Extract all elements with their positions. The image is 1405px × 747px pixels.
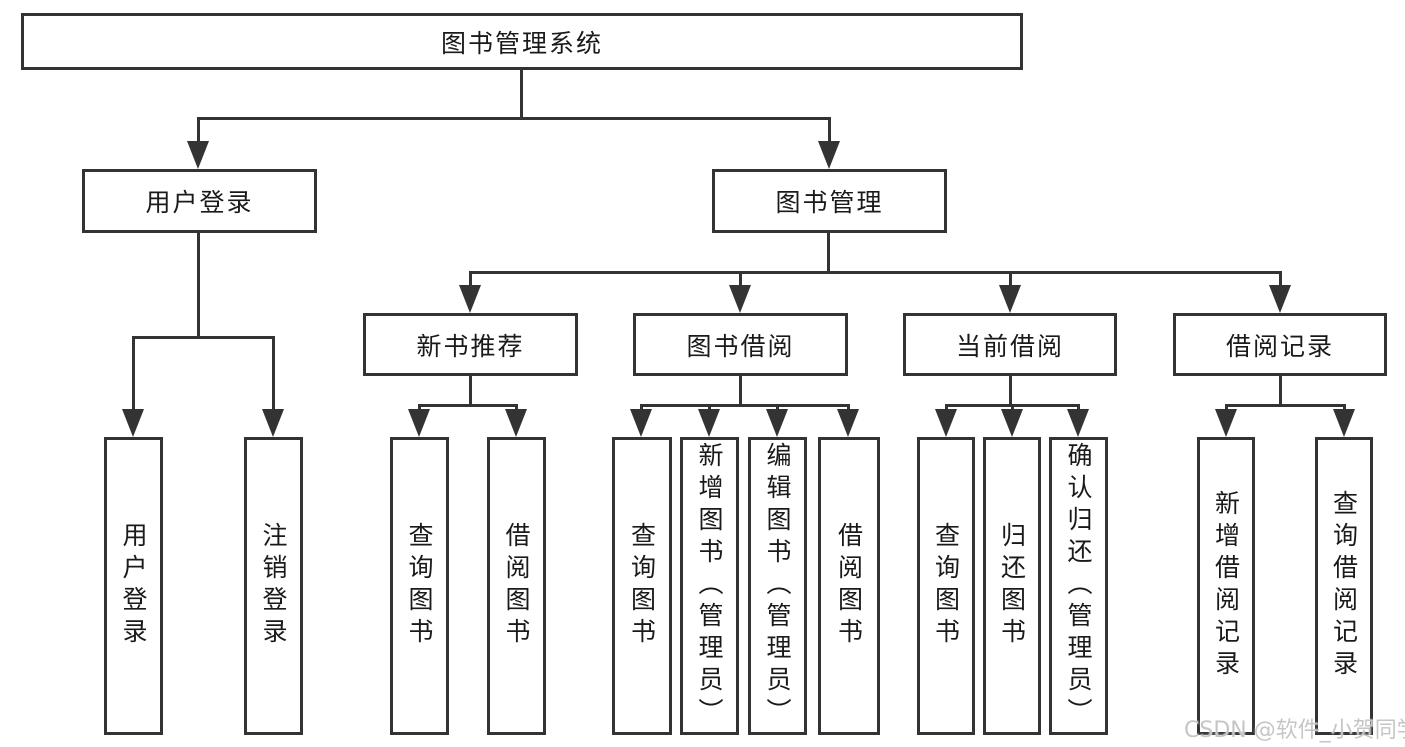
leaf-user-login: 用户登录 (104, 437, 163, 735)
connector-level3-stem (1279, 271, 1282, 289)
connector-level3-stem (739, 271, 742, 289)
arrowhead-down-icon (187, 141, 209, 169)
arrowhead-down-icon (1215, 409, 1237, 437)
arrowhead-down-icon (698, 409, 720, 437)
leaf-query-record-label: 查询借阅记录 (1329, 490, 1359, 682)
leaf-borrow-book-2: 借阅图书 (818, 437, 880, 735)
connector-leaf-stem (272, 336, 275, 412)
node-user-login-label: 用户登录 (145, 188, 254, 217)
arrowhead-down-icon (122, 409, 144, 437)
node-book-borrow-label: 图书借阅 (686, 331, 795, 361)
arrowhead-down-icon (766, 409, 788, 437)
arrowhead-down-icon (408, 409, 430, 437)
leaf-user-login-label: 用户登录 (119, 522, 148, 650)
connector-user-login-stem (197, 117, 200, 145)
leaf-edit-book-label: 编辑图书（管理员） (763, 442, 792, 730)
leaf-confirm-return: 确认归还（管理员） (1049, 437, 1108, 735)
connector-book-mgmt-down (827, 233, 830, 273)
leaf-borrow-book-1: 借阅图书 (487, 437, 546, 735)
arrowhead-down-icon (935, 409, 957, 437)
connector-level3-rail (469, 271, 1282, 274)
connector-user-login-down (197, 233, 200, 339)
connector-group-rail (640, 404, 849, 407)
arrowhead-down-icon (818, 141, 840, 169)
connector-group-stem (739, 376, 742, 407)
arrowhead-down-icon (630, 409, 652, 437)
arrowhead-down-icon (1333, 409, 1355, 437)
connector-book-mgmt-stem (828, 117, 831, 145)
leaf-query-book-1: 查询图书 (390, 437, 449, 735)
connector-user-login-rail (132, 336, 275, 339)
arrowhead-down-icon (459, 285, 481, 313)
leaf-borrow-book-1-label: 借阅图书 (502, 522, 531, 650)
node-current-borrow-label: 当前借阅 (955, 331, 1064, 361)
connector-group-rail (418, 404, 518, 407)
leaf-add-book: 新增图书（管理员） (680, 437, 739, 735)
leaf-query-book-3: 查询图书 (917, 437, 975, 735)
leaf-borrow-book-2-label: 借阅图书 (834, 522, 864, 650)
arrowhead-down-icon (262, 409, 284, 437)
arrowhead-down-icon (999, 285, 1021, 313)
connector-leaf-stem (132, 336, 135, 412)
arrowhead-down-icon (1269, 285, 1291, 313)
connector-group-stem (1009, 376, 1012, 407)
watermark: CSDN @软件_小贺同学 (1184, 718, 1405, 743)
node-borrow-records: 借阅记录 (1173, 313, 1387, 376)
leaf-query-book-2: 查询图书 (612, 437, 672, 735)
node-new-book-rec: 新书推荐 (363, 313, 578, 376)
leaf-logout: 注销登录 (244, 437, 303, 735)
arrowhead-down-icon (729, 285, 751, 313)
arrowhead-down-icon (1067, 409, 1089, 437)
node-user-login: 用户登录 (82, 169, 317, 233)
node-borrow-records-label: 借阅记录 (1225, 331, 1334, 361)
node-root-label: 图书管理系统 (440, 28, 603, 58)
connector-group-stem (469, 376, 472, 407)
arrowhead-down-icon (505, 409, 527, 437)
connector-group-rail (1225, 404, 1346, 407)
leaf-add-record-label: 新增借阅记录 (1211, 490, 1241, 682)
connector-level3-stem (1009, 271, 1012, 289)
leaf-query-book-1-label: 查询图书 (405, 522, 434, 650)
leaf-query-record: 查询借阅记录 (1315, 437, 1373, 735)
connector-level3-stem (469, 271, 472, 289)
node-book-mgmt-label: 图书管理 (775, 188, 884, 217)
connector-root-stem (520, 70, 523, 118)
node-root: 图书管理系统 (21, 13, 1023, 70)
node-new-book-rec-label: 新书推荐 (416, 331, 525, 361)
arrowhead-down-icon (1001, 409, 1023, 437)
leaf-logout-label: 注销登录 (259, 522, 288, 650)
leaf-add-book-label: 新增图书（管理员） (695, 442, 724, 730)
leaf-add-record: 新增借阅记录 (1197, 437, 1255, 735)
leaf-return-book-label: 归还图书 (997, 522, 1027, 650)
leaf-query-book-2-label: 查询图书 (627, 522, 657, 650)
connector-root-rail (197, 117, 831, 120)
node-book-borrow: 图书借阅 (633, 313, 848, 376)
node-book-mgmt: 图书管理 (712, 169, 947, 233)
leaf-confirm-return-label: 确认归还（管理员） (1064, 442, 1093, 730)
node-current-borrow: 当前借阅 (903, 313, 1117, 376)
leaf-query-book-3-label: 查询图书 (931, 522, 961, 650)
leaf-return-book: 归还图书 (983, 437, 1041, 735)
connector-group-stem (1279, 376, 1282, 407)
arrowhead-down-icon (837, 409, 859, 437)
leaf-edit-book: 编辑图书（管理员） (748, 437, 807, 735)
